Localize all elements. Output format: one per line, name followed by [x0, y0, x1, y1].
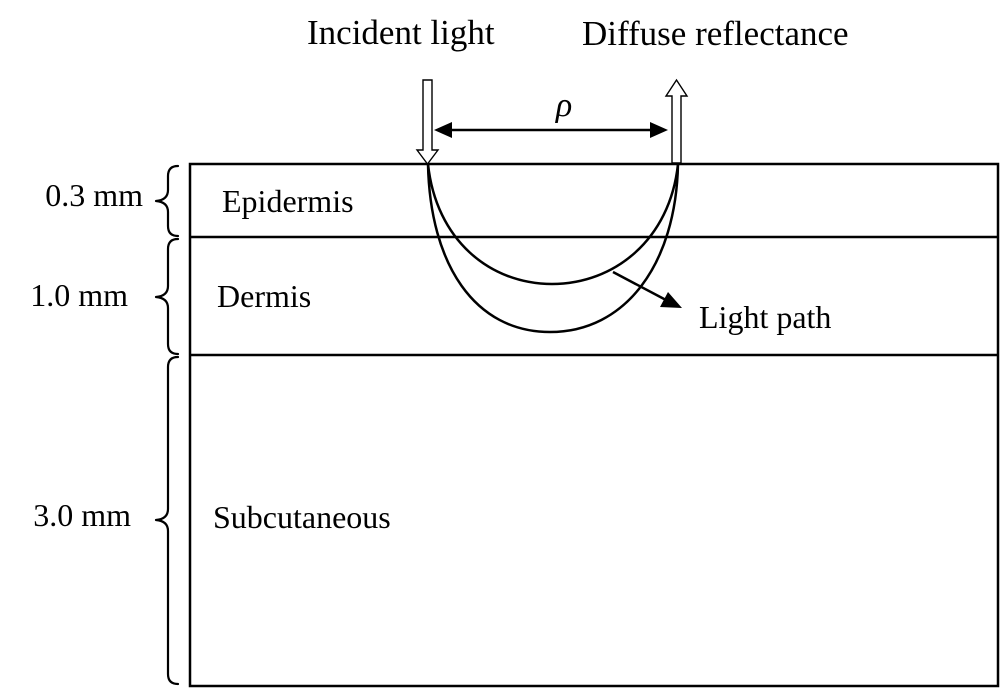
layer-label-subcutaneous: Subcutaneous — [213, 499, 391, 535]
rho-arrowhead-left — [434, 122, 452, 138]
brace-dermis — [154, 237, 180, 356]
incident-light-label: Incident light — [307, 13, 495, 52]
brace-epidermis — [154, 164, 180, 238]
rho-label: ρ — [555, 87, 572, 124]
layer-label-dermis: Dermis — [217, 278, 311, 314]
layer-label-epidermis: Epidermis — [222, 183, 354, 219]
rho-arrowhead-right — [650, 122, 668, 138]
light-path-pointer-arrowhead — [660, 292, 682, 308]
thickness-label-dermis: 1.0 mm — [30, 277, 128, 313]
thickness-label-subcutaneous: 3.0 mm — [33, 497, 131, 533]
light-path-label: Light path — [699, 299, 831, 335]
brace-subcutaneous — [154, 355, 180, 686]
thickness-label-epidermis: 0.3 mm — [45, 177, 143, 213]
tissue-block — [188, 162, 1000, 688]
light-path-shallow — [426, 163, 680, 286]
diffuse-reflectance-label: Diffuse reflectance — [582, 14, 849, 53]
incident-light-arrow — [415, 79, 440, 166]
diffuse-reflectance-arrow — [664, 78, 689, 164]
light-path-pointer-line — [612, 270, 667, 302]
light-path-deep — [426, 163, 680, 334]
